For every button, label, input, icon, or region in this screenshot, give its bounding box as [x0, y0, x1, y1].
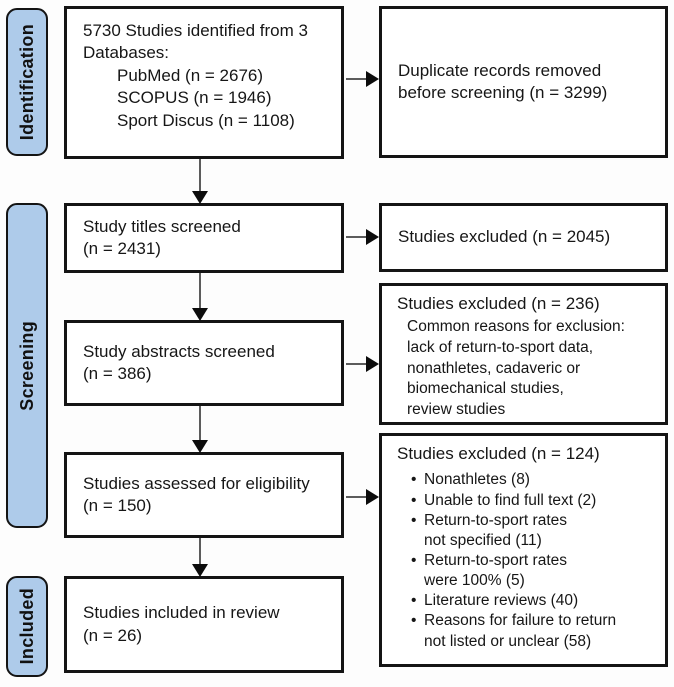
- arrow-line: [346, 496, 368, 498]
- box-excluded-titles: Studies excluded (n = 2045): [379, 203, 668, 272]
- arrow-down-icon: [192, 308, 208, 321]
- arrow-right-eligibility-to-excluded: [346, 489, 379, 505]
- arrow-line: [346, 363, 368, 365]
- list-item: • Return-to-sport rates were 100% (5): [411, 551, 660, 591]
- box-eligibility-assessed: Studies assessed for eligibility (n = 15…: [64, 452, 344, 538]
- reason-nonathletes: Nonathletes (8): [424, 471, 530, 489]
- box-excluded-fulltext: Studies excluded (n = 124) • Nonathletes…: [379, 433, 668, 667]
- excluded-titles-text: Studies excluded (n = 2045): [398, 227, 611, 247]
- abstracts-screened-text: Study abstracts screened (n = 386): [83, 341, 275, 383]
- stage-label-screening: Screening: [6, 203, 48, 528]
- titles-screened-text: Study titles screened (n = 2431): [83, 216, 241, 258]
- arrow-right-titles-to-excluded: [346, 229, 379, 245]
- box-duplicates-removed: Duplicate records removed before screeni…: [379, 6, 668, 158]
- list-item: • Unable to find full text (2): [411, 491, 660, 511]
- database-source-list: PubMed (n = 2676) SCOPUS (n = 1946) Spor…: [117, 65, 335, 132]
- arrow-right-icon: [366, 489, 379, 505]
- bullet-icon: •: [411, 592, 417, 610]
- reason-rates-100: Return-to-sport rates were 100% (5): [424, 552, 567, 590]
- box-studies-included: Studies included in review (n = 26): [64, 576, 344, 673]
- stage-label-identification: Identification: [6, 8, 48, 156]
- stage-label-identification-text: Identification: [16, 23, 37, 141]
- excluded-fulltext-reason-list: • Nonathletes (8) • Unable to find full …: [411, 470, 660, 651]
- reason-failure-unclear: Reasons for failure to return not listed…: [424, 612, 617, 650]
- bullet-icon: •: [411, 612, 417, 630]
- bullet-icon: •: [411, 511, 417, 529]
- arrow-down-icon: [192, 564, 208, 577]
- arrow-right-icon: [366, 356, 379, 372]
- bullet-icon: •: [411, 552, 417, 569]
- arrow-down-eligibility-to-included: [192, 538, 208, 577]
- box-titles-screened: Study titles screened (n = 2431): [64, 203, 344, 273]
- stage-label-included: Included: [6, 576, 48, 677]
- source-pubmed: PubMed (n = 2676): [117, 65, 264, 85]
- arrow-down-icon: [192, 440, 208, 453]
- arrow-down-identified-to-titles: [192, 159, 208, 204]
- box-abstracts-screened: Study abstracts screened (n = 386): [64, 320, 344, 406]
- arrow-line: [346, 236, 368, 238]
- duplicates-removed-text: Duplicate records removed before screeni…: [398, 60, 608, 102]
- reason-literature-reviews: Literature reviews (40): [424, 592, 579, 610]
- studies-included-text: Studies included in review (n = 26): [83, 603, 280, 645]
- arrow-line: [346, 78, 368, 80]
- list-item: • Reasons for failure to return not list…: [411, 611, 660, 651]
- stage-label-included-text: Included: [16, 588, 37, 665]
- excluded-abstracts-reasons: Common reasons for exclusion: lack of re…: [407, 318, 625, 418]
- stage-label-screening-text: Screening: [16, 320, 37, 411]
- box-studies-identified: 5730 Studies identified from 3 Databases…: [64, 6, 344, 159]
- source-sportdiscus: Sport Discus (n = 1108): [117, 110, 295, 130]
- arrow-right-abstracts-to-excluded: [346, 356, 379, 372]
- arrow-right-icon: [366, 71, 379, 87]
- box-excluded-abstracts: Studies excluded (n = 236) Common reason…: [379, 283, 668, 425]
- excluded-abstracts-title: Studies excluded (n = 236): [397, 294, 600, 313]
- studies-identified-text: 5730 Studies identified from 3 Databases…: [83, 21, 308, 63]
- arrow-down-icon: [192, 191, 208, 204]
- arrow-line: [199, 538, 201, 566]
- bullet-icon: •: [411, 471, 417, 489]
- excluded-fulltext-title: Studies excluded (n = 124): [397, 444, 600, 463]
- reason-no-fulltext: Unable to find full text (2): [424, 491, 597, 509]
- arrow-right-icon: [366, 229, 379, 245]
- arrow-down-abstracts-to-eligibility: [192, 406, 208, 453]
- list-item: • Literature reviews (40): [411, 591, 660, 611]
- arrow-down-titles-to-abstracts: [192, 273, 208, 321]
- arrow-line: [199, 406, 201, 442]
- arrow-right-identified-to-duplicates: [346, 71, 379, 87]
- arrow-line: [199, 159, 201, 193]
- arrow-line: [199, 273, 201, 310]
- eligibility-assessed-text: Studies assessed for eligibility (n = 15…: [83, 473, 310, 515]
- bullet-icon: •: [411, 491, 417, 509]
- reason-rates-not-specified: Return-to-sport rates not specified (11): [424, 511, 567, 549]
- list-item: • Return-to-sport rates not specified (1…: [411, 511, 660, 551]
- list-item: • Nonathletes (8): [411, 470, 660, 490]
- source-scopus: SCOPUS (n = 1946): [117, 88, 272, 108]
